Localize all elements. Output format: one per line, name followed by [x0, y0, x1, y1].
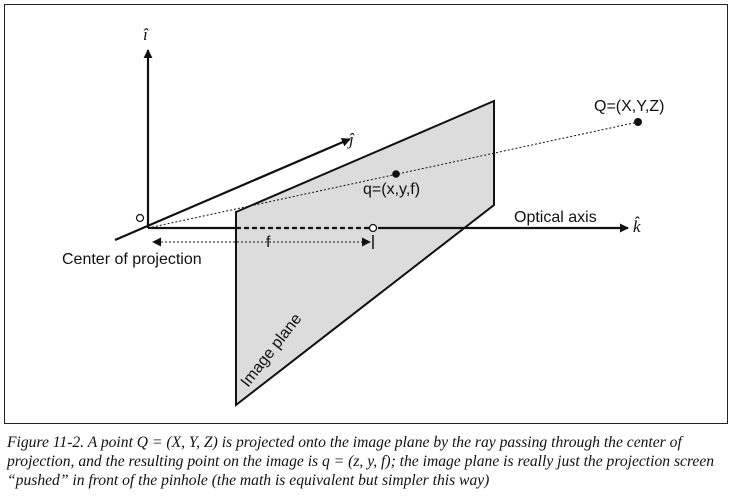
point-q: [392, 170, 400, 178]
axis-j: [114, 137, 351, 242]
axis-i-label: î: [143, 25, 149, 44]
optical-axis-label: Optical axis: [514, 209, 597, 226]
axis-k-label: k̂: [633, 217, 641, 236]
principal-point: [368, 223, 378, 233]
center-of-projection-label: Center of projection: [62, 251, 202, 268]
projection-diagram: î ĵ k̂ Q=(X,Y,Z) q=(x,y,f) Optical axis …: [62, 25, 664, 408]
focal-length-label: f: [266, 234, 271, 251]
point-Q: [634, 118, 642, 126]
image-plane: [235, 99, 495, 408]
point-q-label: q=(x,y,f): [363, 181, 420, 198]
center-of-projection-marker: [135, 213, 145, 223]
projection-ray: [147, 121, 639, 229]
axis-j-label: ĵ: [347, 130, 355, 149]
point-Q-label: Q=(X,Y,Z): [594, 98, 664, 115]
figure-caption: Figure 11-2. A point Q = (X, Y, Z) is pr…: [7, 434, 715, 489]
